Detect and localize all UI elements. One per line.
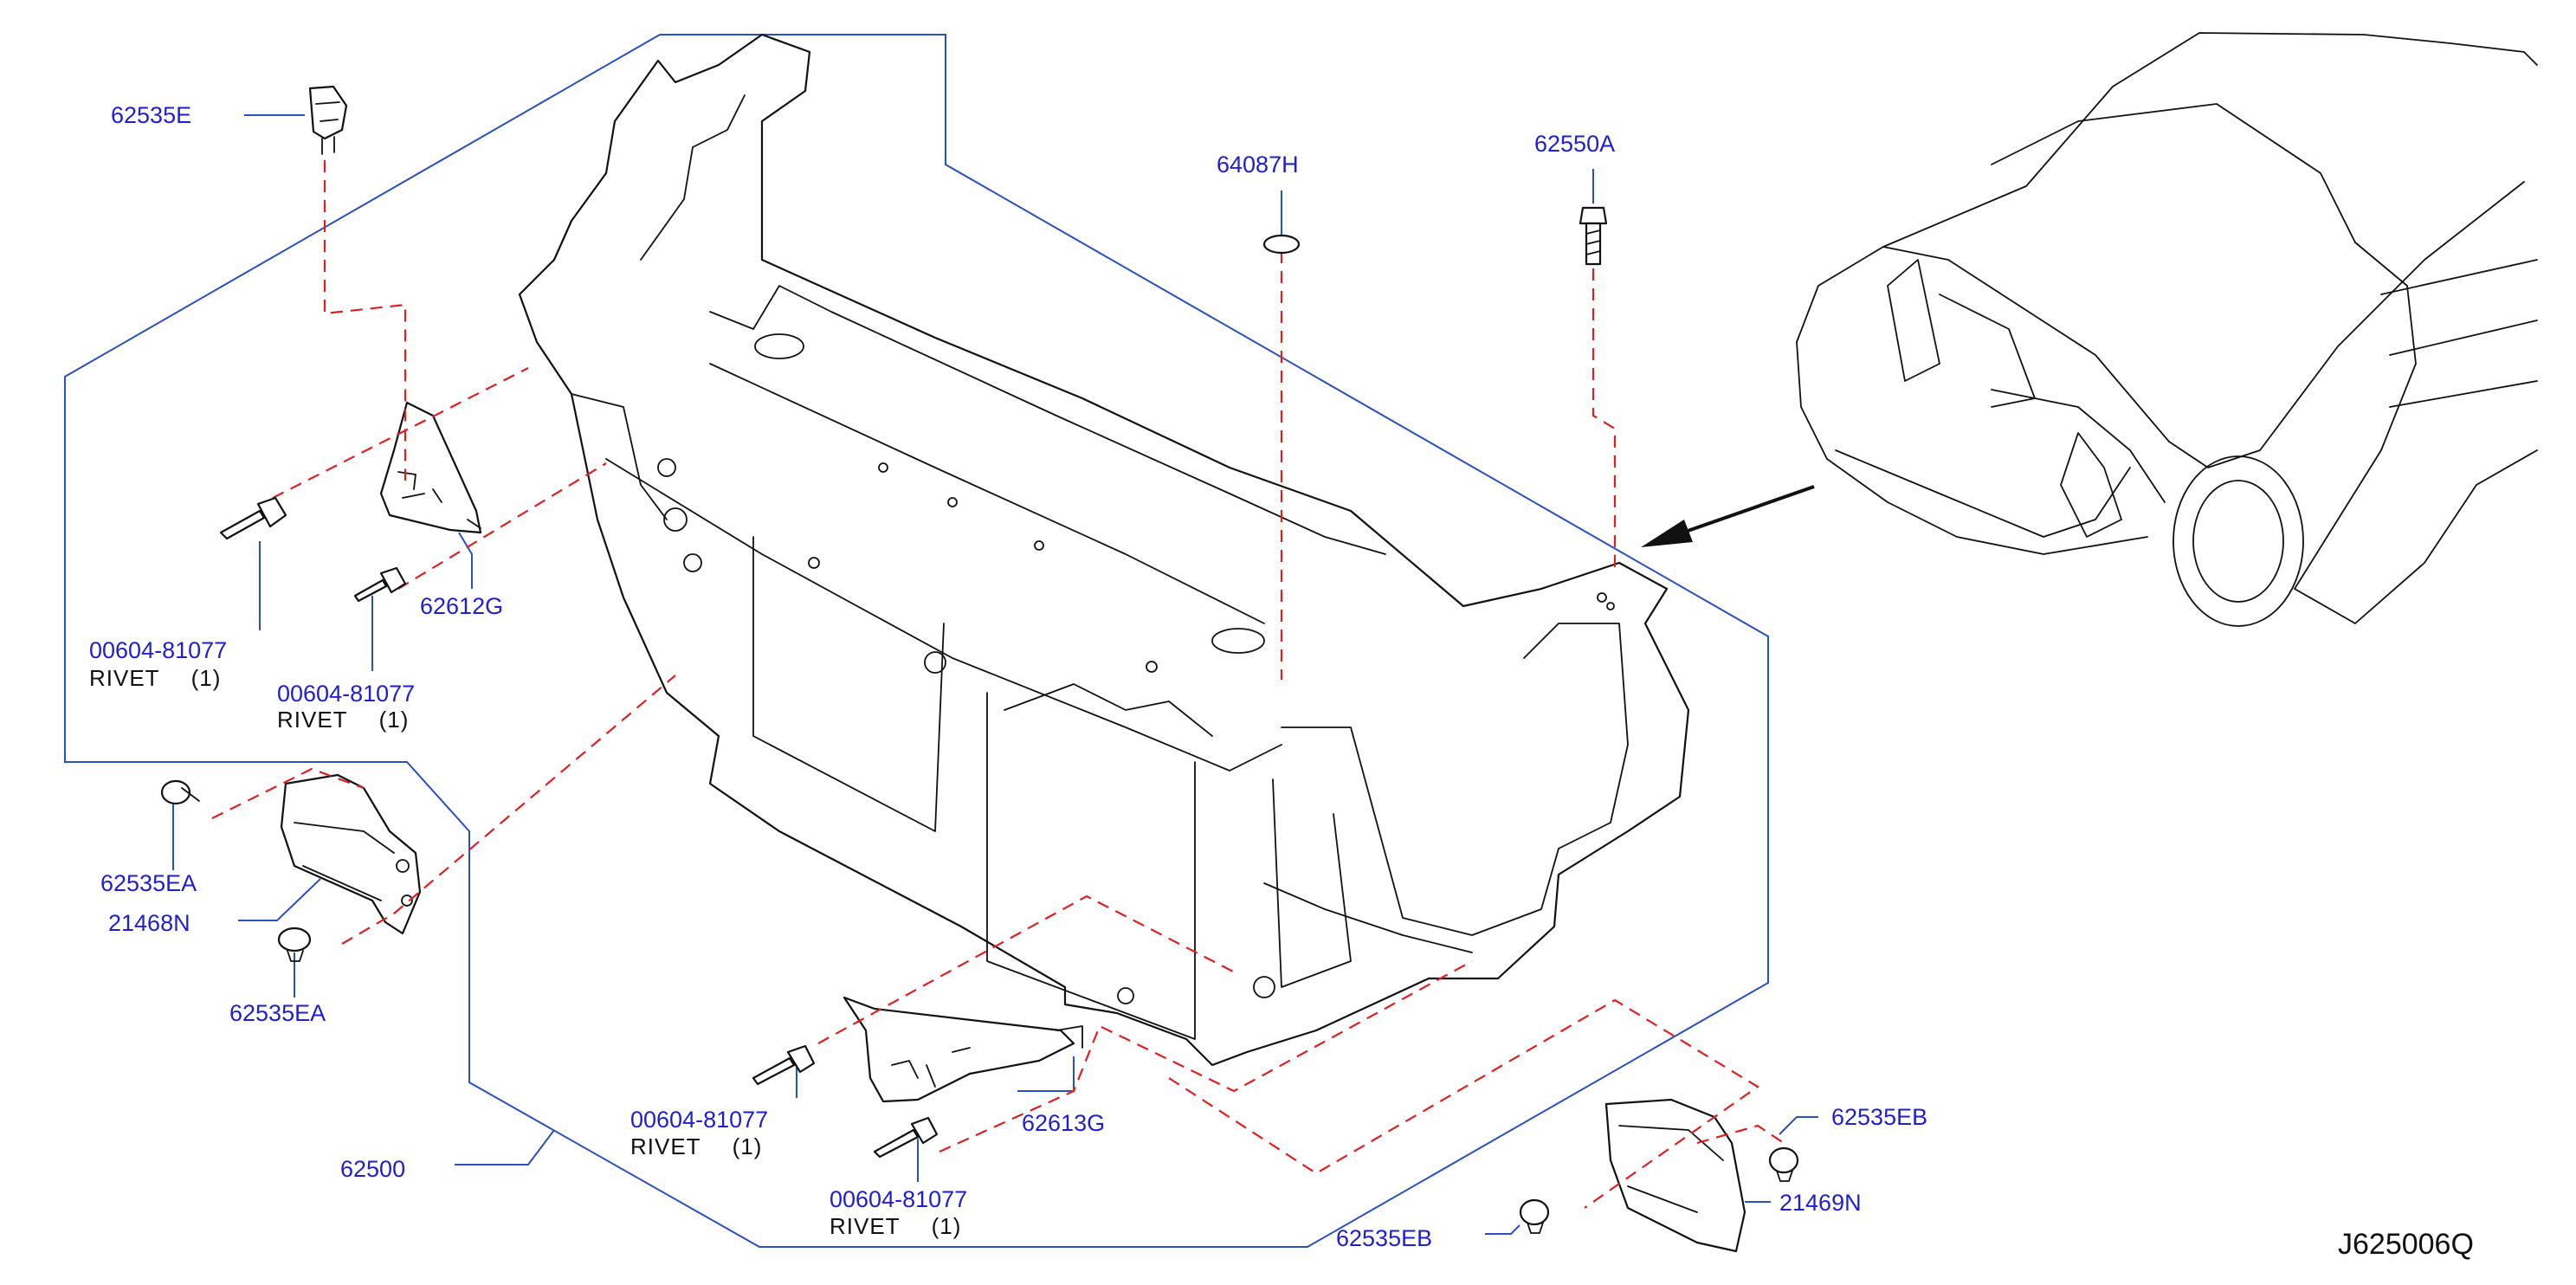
callout-62613g[interactable]: 62613G	[1022, 1110, 1106, 1136]
clip-62535e	[308, 85, 348, 155]
rivet-qty-1: (1)	[190, 665, 222, 691]
callout-00604-81077-4[interactable]: 00604-81077	[830, 1186, 968, 1212]
rivet-qty-4: (1)	[931, 1213, 962, 1239]
rivet-text-2: RIVET	[277, 707, 348, 733]
grommet-64087h	[1262, 234, 1301, 255]
rivet-label-1: RIVET (1)	[89, 667, 221, 689]
rivet-label-3: RIVET (1)	[630, 1135, 762, 1158]
assembly-dash-lines	[211, 160, 1785, 1209]
callout-21469n[interactable]: 21469N	[1779, 1190, 1862, 1216]
rivet-lower-center-2	[873, 1116, 939, 1159]
rivet-label-2: RIVET (1)	[277, 708, 409, 731]
callout-62500[interactable]: 62500	[340, 1156, 406, 1182]
assembly-boundary-frame	[64, 34, 1769, 1248]
radiator-core-support	[518, 33, 1690, 1067]
rivet-upper-left-2	[353, 566, 407, 603]
callout-62535ea-1[interactable]: 62535EA	[100, 870, 197, 896]
callout-00604-81077-2[interactable]: 00604-81077	[277, 681, 416, 707]
clip-62535eb-right	[1768, 1146, 1799, 1182]
callout-62535eb-1[interactable]: 62535EB	[1831, 1104, 1928, 1130]
lower-center-bracket	[843, 996, 1083, 1103]
locator-arrow	[1641, 485, 1815, 547]
callout-62535ea-2[interactable]: 62535EA	[229, 1000, 326, 1026]
rivet-text-3: RIVET	[630, 1133, 701, 1159]
callout-62612g[interactable]: 62612G	[420, 593, 504, 619]
rivet-lower-center-1	[752, 1044, 816, 1086]
rivet-upper-left-1	[219, 496, 287, 540]
rivet-text-4: RIVET	[830, 1213, 901, 1239]
clip-62535ea-lower	[277, 927, 312, 962]
callout-62550a[interactable]: 62550A	[1534, 131, 1616, 157]
callout-00604-81077-1[interactable]: 00604-81077	[89, 637, 228, 663]
callout-64087h[interactable]: 64087H	[1217, 152, 1299, 178]
bolt-62550a	[1579, 206, 1608, 266]
clip-62535eb-lower	[1519, 1198, 1550, 1234]
callout-62535e[interactable]: 62535E	[111, 102, 192, 128]
diagram-code: J625006Q	[2338, 1228, 2474, 1261]
rivet-label-4: RIVET (1)	[830, 1215, 961, 1237]
rivet-qty-3: (1)	[732, 1133, 763, 1159]
rivet-text-1: RIVET	[89, 665, 160, 691]
vehicle-locator-sketch	[1796, 32, 2538, 627]
callout-62535eb-2[interactable]: 62535EB	[1336, 1225, 1433, 1251]
callout-00604-81077-3[interactable]: 00604-81077	[630, 1107, 769, 1133]
rivet-qty-2: (1)	[378, 707, 410, 733]
clip-62535ea-upper	[160, 779, 200, 805]
callout-21468n[interactable]: 21468N	[108, 910, 190, 936]
